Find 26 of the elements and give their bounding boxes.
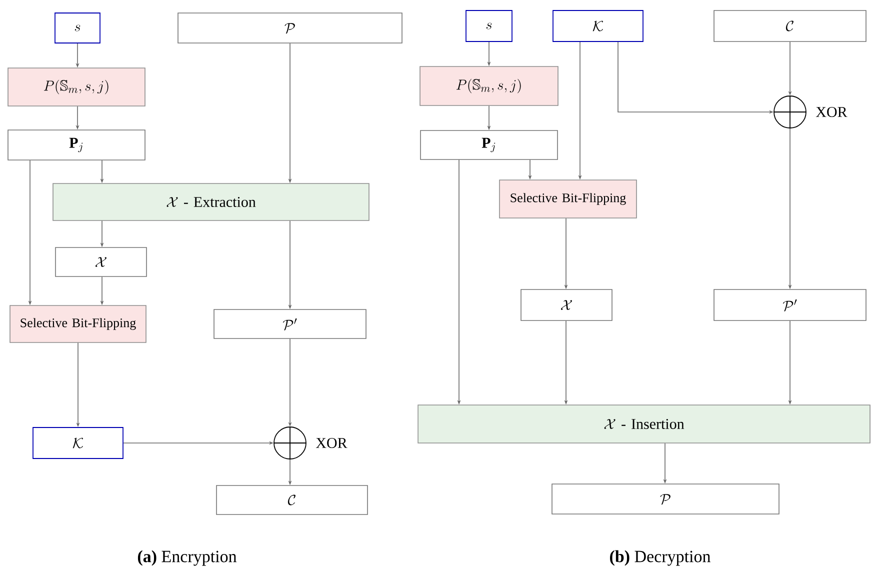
xor-label: XOR: [316, 438, 348, 448]
input-box: $\mathcal{K}$: [32, 427, 124, 459]
data-box: $\mathcal{P}'$: [714, 289, 866, 321]
data-box: $\mathbf{P}_j$: [420, 130, 558, 160]
data-box: $\mathbf{P}_j$: [8, 130, 146, 160]
data-box: $\mathcal{X}$: [55, 247, 147, 277]
process-box: Selective Bit-Flipping: [499, 180, 637, 218]
process-box: $P(\mathbb{S}_m, s, j)$: [420, 66, 558, 106]
xor-symbol: [774, 96, 806, 128]
data-box: $\mathcal{C}$: [714, 10, 866, 42]
subfigure-caption: (b) Decryption: [610, 550, 710, 566]
data-box: $\mathcal{P}$: [178, 12, 402, 44]
data-box: $\mathcal{X}$: [520, 289, 612, 321]
process-box: $P(\mathbb{S}_m, s, j)$: [8, 68, 146, 106]
process-band: $\mathcal{X}\text{ - Extraction}$: [52, 183, 370, 221]
input-box: $s$: [466, 10, 512, 42]
input-box: $\mathcal{K}$: [552, 10, 644, 42]
data-box: $\mathcal{C}$: [216, 485, 368, 515]
data-box: $\mathcal{P}'$: [214, 309, 366, 339]
process-band: $\mathcal{X}\text{ - Insertion}$: [418, 404, 870, 444]
xor-symbol: [274, 426, 306, 460]
input-box: $s$: [54, 12, 100, 44]
subfigure-caption: (a) Encryption: [138, 550, 237, 566]
xor-label: XOR: [816, 106, 848, 118]
process-box: Selective Bit-Flipping: [10, 305, 146, 343]
data-box: $\mathcal{P}$: [552, 484, 780, 514]
